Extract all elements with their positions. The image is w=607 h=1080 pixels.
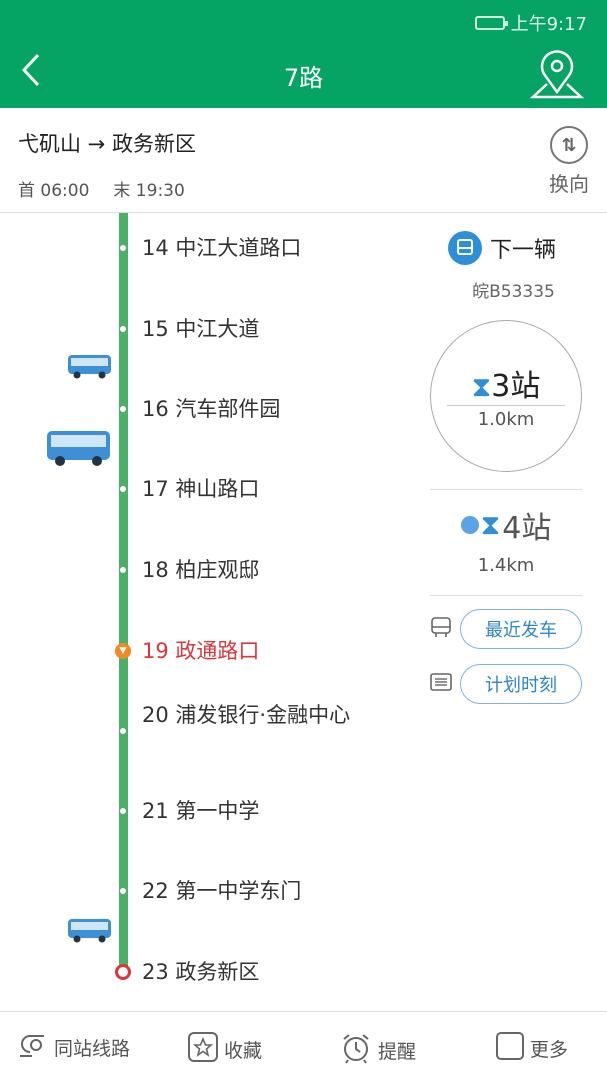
recent-departure-button[interactable]: 最近发车 — [460, 609, 582, 649]
service-times: 首 06:00 末 19:30 — [18, 176, 209, 201]
divider — [447, 405, 565, 406]
last-bus: 末 19:30 — [113, 181, 185, 201]
station-dot — [120, 808, 126, 814]
map-pin-icon — [529, 50, 585, 99]
tab-label: 更多 — [530, 1039, 569, 1061]
map-button[interactable] — [529, 50, 585, 104]
station-dot — [120, 728, 126, 734]
station-dot — [120, 888, 126, 894]
next-stops-value: 3站 — [491, 369, 541, 404]
station-item[interactable]: 18 柏庄观邸 — [142, 558, 260, 582]
next-bus-circle[interactable]: ⧗3站 1.0km — [430, 320, 582, 472]
second-stops-value: 4站 — [502, 511, 552, 546]
back-button[interactable] — [20, 52, 42, 97]
next-distance: 1.0km — [477, 409, 535, 430]
bus-outline-icon — [430, 616, 452, 642]
more-button[interactable]: 更多 — [496, 1032, 568, 1065]
station-item[interactable]: 15 中江大道 — [142, 317, 260, 341]
remind-button[interactable]: 提醒 — [340, 1032, 416, 1069]
favorite-button[interactable]: 收藏 — [188, 1032, 262, 1067]
plate-number: 皖B53335 — [472, 282, 555, 302]
next-stops: ⧗3站 — [431, 361, 581, 405]
tab-label: 同站线路 — [54, 1038, 131, 1060]
station-dot — [120, 486, 126, 492]
bus-icon — [47, 431, 110, 466]
divider — [430, 595, 582, 596]
station-item[interactable]: 20 浦发银行·金融中心 — [142, 703, 351, 727]
clock: 上午9:17 — [510, 14, 587, 35]
route-icon — [16, 1032, 48, 1063]
chevron-left-icon — [21, 53, 40, 87]
bottom-toolbar: 同站线路 收藏 提醒 更多 — [0, 1011, 607, 1080]
current-station-marker: ▼ — [115, 643, 131, 659]
status-bar: 上午9:17 — [474, 10, 587, 36]
bus-icon — [68, 355, 111, 379]
second-distance: 1.4km — [477, 555, 535, 576]
divider — [430, 489, 582, 490]
station-dot — [120, 406, 126, 412]
next-bus-header: 下一辆 — [448, 231, 556, 265]
bus-circle-icon — [448, 231, 482, 265]
station-item[interactable]: 23 政务新区 — [142, 960, 260, 984]
station-item[interactable]: 22 第一中学东门 — [142, 879, 302, 903]
page-title: 7路 — [283, 64, 324, 92]
station-dot — [120, 326, 126, 332]
more-icon — [496, 1032, 524, 1065]
tab-label: 提醒 — [378, 1041, 417, 1063]
tab-label: 收藏 — [224, 1040, 263, 1062]
second-stops: ⧗4站 — [420, 503, 592, 547]
same-station-lines-button[interactable]: 同站线路 — [16, 1032, 130, 1063]
route-line — [119, 213, 128, 970]
star-icon — [188, 1032, 218, 1067]
station-item[interactable]: 14 中江大道路口 — [142, 236, 302, 260]
alarm-clock-icon — [340, 1032, 372, 1069]
station-item[interactable]: 16 汽车部件园 — [142, 397, 281, 421]
dot-icon — [460, 516, 479, 534]
station-item[interactable]: 17 神山路口 — [142, 477, 260, 501]
next-bus-label: 下一辆 — [490, 238, 557, 263]
route-direction: 弋矶山 → 政务新区 — [18, 132, 196, 156]
battery-icon — [474, 16, 508, 30]
bus-icon — [68, 919, 111, 943]
terminal-marker — [115, 964, 131, 980]
route-info: 弋矶山 → 政务新区 首 06:00 末 19:30 ⇅ 换向 — [0, 108, 607, 213]
station-dot — [120, 567, 126, 573]
hourglass-icon: ⧗ — [471, 370, 492, 403]
hourglass-icon: ⧗ — [480, 508, 501, 541]
first-bus: 首 06:00 — [18, 181, 90, 201]
station-item[interactable]: 21 第一中学 — [142, 799, 260, 823]
schedule-button[interactable]: 计划时刻 — [460, 664, 582, 704]
list-icon — [430, 673, 452, 695]
station-item[interactable]: 19 政通路口 — [142, 639, 260, 663]
app-header: 上午9:17 7路 — [0, 0, 607, 108]
swap-direction-button[interactable]: ⇅ 换向 — [549, 126, 589, 197]
swap-icon: ⇅ — [550, 126, 588, 164]
swap-label: 换向 — [549, 172, 589, 196]
station-dot — [120, 245, 126, 251]
